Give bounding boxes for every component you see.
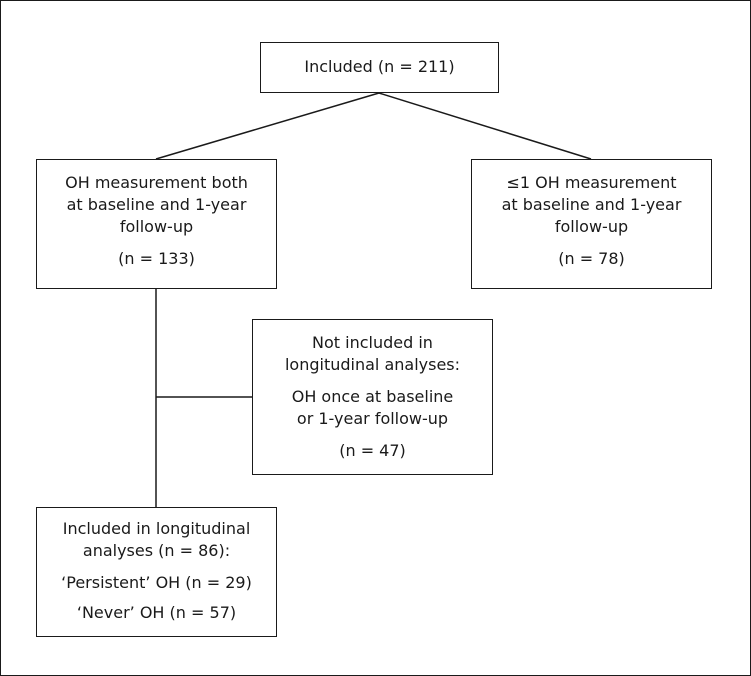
- oh-single-line-2: at baseline and 1-year: [501, 195, 682, 214]
- longitudinal-line-2: analyses (n = 86):: [82, 541, 231, 560]
- not-included-line-2: longitudinal analyses:: [284, 355, 461, 374]
- box-longitudinal: Included in longitudinal analyses (n = 8…: [36, 507, 277, 637]
- box-included: Included (n = 211): [260, 42, 499, 93]
- longitudinal-line-1: Included in longitudinal: [62, 519, 251, 538]
- longitudinal-never: ‘Never’ OH (n = 57): [76, 603, 237, 622]
- oh-single-line-3: follow-up: [554, 217, 629, 236]
- connector-root-right: [378, 92, 592, 160]
- not-included-count: (n = 47): [339, 441, 406, 460]
- box-oh-single: ≤1 OH measurement at baseline and 1-year…: [471, 159, 712, 289]
- longitudinal-persistent: ‘Persistent’ OH (n = 29): [61, 573, 252, 592]
- oh-both-line-2: at baseline and 1-year: [66, 195, 247, 214]
- oh-both-count: (n = 133): [118, 249, 195, 268]
- oh-both-line-1: OH measurement both: [65, 173, 248, 192]
- not-included-detail-1: OH once at baseline: [291, 387, 454, 406]
- oh-both-line-3: follow-up: [119, 217, 194, 236]
- box-oh-both: OH measurement both at baseline and 1-ye…: [36, 159, 277, 289]
- box-not-included: Not included in longitudinal analyses: O…: [252, 319, 493, 475]
- oh-single-line-1: ≤1 OH measurement: [506, 173, 677, 192]
- included-label: Included (n = 211): [304, 57, 455, 76]
- not-included-detail-2: or 1-year follow-up: [296, 409, 449, 428]
- connector-root-left: [155, 92, 380, 160]
- oh-single-count: (n = 78): [558, 249, 625, 268]
- not-included-line-1: Not included in: [312, 333, 433, 352]
